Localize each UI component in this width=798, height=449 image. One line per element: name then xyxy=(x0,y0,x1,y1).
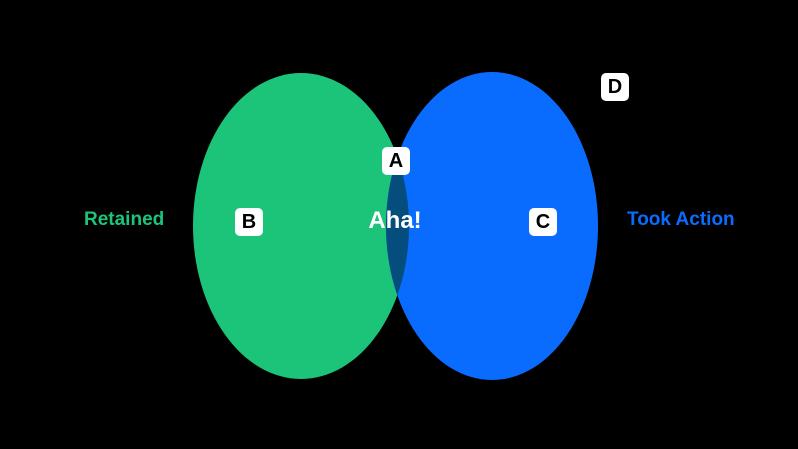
took-action-label: Took Action xyxy=(627,209,735,230)
aha-label: Aha! xyxy=(368,207,422,234)
took-action-circle xyxy=(386,72,598,380)
retained-circle xyxy=(193,73,409,379)
tag-b: B xyxy=(235,208,263,236)
tag-d: D xyxy=(601,73,629,101)
retained-label: Retained xyxy=(84,209,165,230)
tag-a: A xyxy=(382,147,410,175)
tag-c: C xyxy=(529,208,557,236)
